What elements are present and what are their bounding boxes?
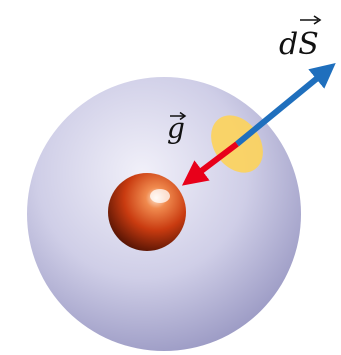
point-mass: [108, 173, 186, 251]
dS-label: dS: [279, 16, 320, 62]
g-label-text: g: [167, 112, 185, 145]
dS-label-text: dS: [279, 27, 319, 62]
point-mass-highlight: [150, 189, 170, 203]
area-vector-arrow: [237, 71, 326, 144]
g-label: g: [167, 112, 185, 145]
